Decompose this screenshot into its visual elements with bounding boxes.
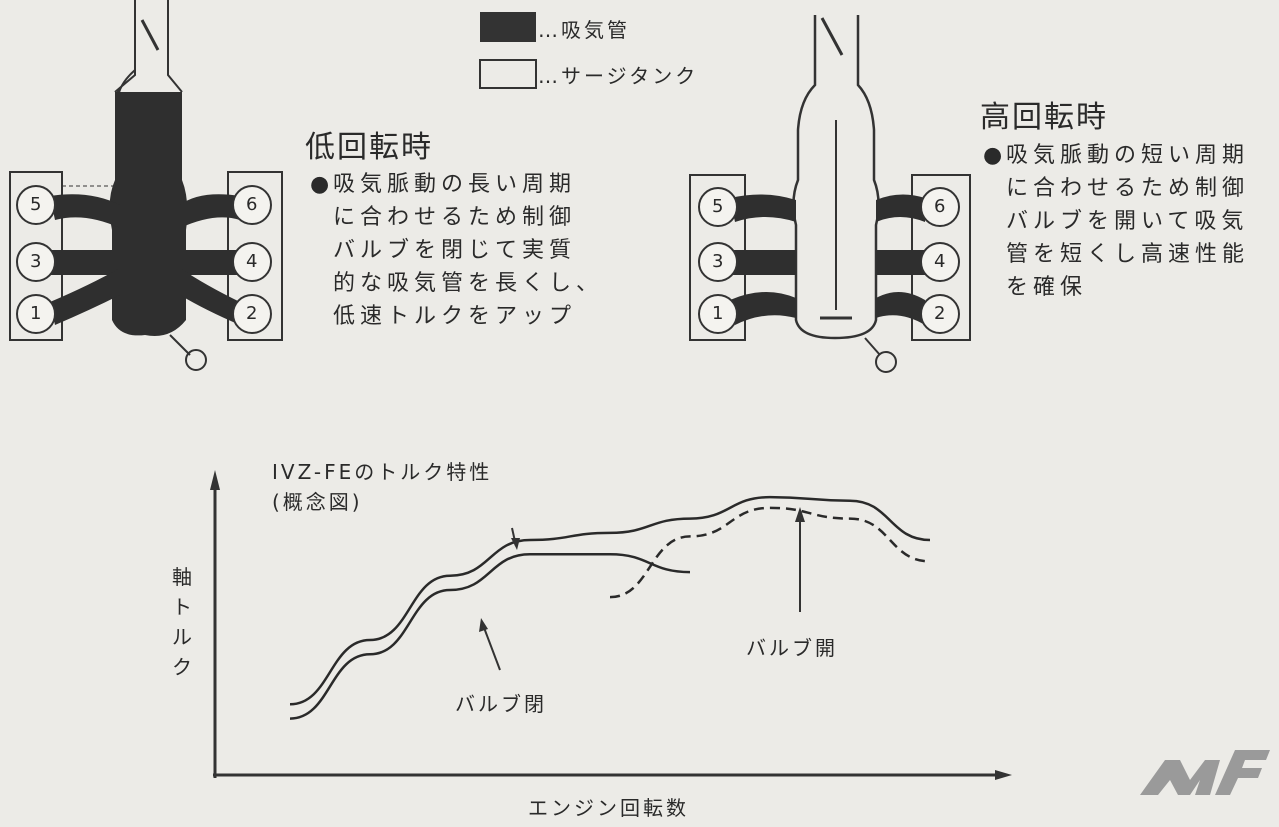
text-line: 吸気脈動の短い周期 [1006, 143, 1250, 168]
low-rpm-title: 低回転時 [305, 130, 433, 165]
text-line: バルブを開いて吸気 [1006, 209, 1249, 234]
torque-chart [210, 470, 1012, 780]
y-axis-label: 軸トルク [172, 565, 195, 679]
text-line: 管を短くし高速性能 [1006, 242, 1250, 267]
text-line: 吸気脈動の長い周期 [333, 172, 577, 197]
legend-swatch-intake [480, 12, 536, 42]
engine-high-rpm [689, 15, 971, 373]
arrow-valve-closed [482, 624, 501, 671]
throttle-valve-icon [140, 19, 160, 51]
cylinder-label: 4 [246, 251, 258, 272]
text-line: バルブを閉じて実質 [333, 238, 577, 263]
chart-title: IVZ-FEのトルク特性 [272, 460, 493, 484]
high-rpm-description: 吸気脈動の短い周期 に合わせるため制御 バルブを開いて吸気 管を短くし高速性能 … [1006, 139, 1249, 304]
engine-low-rpm [9, 0, 283, 371]
text-line: に合わせるため制御 [333, 205, 577, 230]
cylinder-label: 5 [30, 194, 42, 215]
low-rpm-description: 吸気脈動の長い周期 に合わせるため制御 バルブを閉じて実質 的な吸気管を長くし、… [333, 168, 603, 333]
cylinder-label: 6 [246, 194, 258, 215]
cylinder-label: 2 [246, 303, 258, 324]
cylinder-label: 1 [712, 303, 724, 324]
annotation-valve-closed: バルブ閉 [455, 692, 547, 716]
high-rpm-bullet: ● [983, 143, 1008, 168]
series-line-バルブ開 [609, 506, 931, 599]
series-line-バルブ閉 [289, 553, 691, 720]
annotation-valve-open: バルブ開 [746, 636, 838, 660]
series-line-combined [289, 495, 931, 706]
text-line: 低速トルクをアップ [333, 304, 577, 329]
x-axis-arrow [995, 770, 1012, 780]
cylinder-label: 2 [934, 303, 946, 324]
cylinder-label: 3 [30, 251, 42, 272]
cylinder-label: 3 [712, 251, 724, 272]
y-axis-arrow [210, 470, 220, 490]
text-line: を確保 [1006, 275, 1088, 300]
high-rpm-title: 高回転時 [980, 100, 1108, 135]
x-axis-label: エンジン回転数 [528, 796, 689, 820]
vsv-icon [864, 337, 897, 373]
cylinder-label: 5 [712, 196, 724, 217]
text-line: 的な吸気管を長くし、 [333, 271, 604, 296]
cylinder-label: 6 [934, 196, 946, 217]
legend-surge-tank: …サージタンク [538, 64, 699, 88]
cylinder-label: 4 [934, 251, 946, 272]
cylinder-label: 1 [30, 303, 42, 324]
chart-subtitle: (概念図) [272, 490, 363, 514]
motor-fan-logo [1140, 750, 1270, 795]
throttle-valve-icon [820, 17, 844, 56]
low-rpm-bullet: ● [310, 172, 335, 197]
legend-intake-pipe: …吸気管 [538, 18, 630, 42]
text-line: に合わせるため制御 [1006, 176, 1250, 201]
legend-swatch-surge [479, 59, 537, 89]
vsv-icon [169, 334, 207, 371]
